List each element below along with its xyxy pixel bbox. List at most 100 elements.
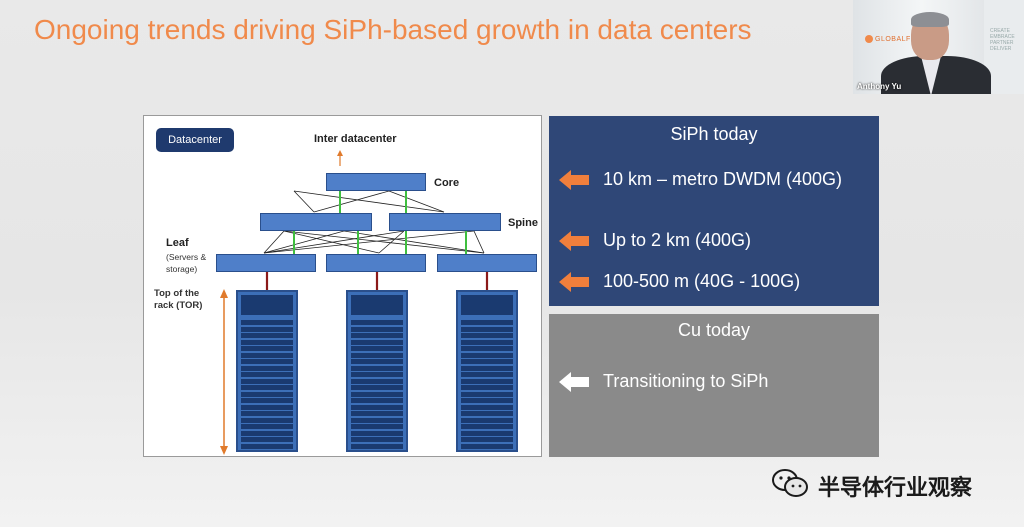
siph-item-text: 100-500 m (40G - 100G)	[603, 271, 801, 291]
rack-server-slot	[351, 443, 403, 449]
link-line	[263, 230, 345, 254]
rack-server-slot	[461, 365, 513, 371]
rack-server-slot	[241, 443, 293, 449]
leaf-label: Leaf	[166, 237, 189, 249]
cu-today-title: Cu today	[677, 320, 751, 340]
rack-server-slot	[241, 346, 293, 351]
rack-server-slot	[461, 346, 513, 351]
rack-server-slot	[241, 411, 293, 416]
rack-tor-switch	[351, 295, 403, 315]
rack-server-slot	[241, 417, 293, 423]
siph-item-2: Up to 2 km (400G)	[559, 230, 751, 251]
watermark: 半导体行业观察	[770, 468, 972, 503]
spine-switch-1	[260, 213, 372, 231]
rack-server-slot	[241, 359, 293, 364]
link-line	[263, 230, 285, 254]
rack-server-slot	[461, 326, 513, 332]
leaf-sub-label-2: storage)	[166, 264, 198, 274]
server-rack-3	[456, 290, 518, 452]
rack-server-slot	[351, 398, 403, 403]
link-line	[293, 190, 315, 213]
rack-server-slot	[241, 326, 293, 332]
rack-tor-switch	[461, 295, 513, 315]
webcam-logo-text: GLOBALFO	[875, 35, 917, 43]
leaf-switch-2	[326, 254, 426, 272]
tor-arrow-down	[220, 446, 228, 455]
tor-label-2: rack (TOR)	[154, 300, 203, 311]
rack-server-slot	[461, 359, 513, 364]
siph-item-text: Up to 2 km (400G)	[603, 230, 752, 250]
logo-dot-icon	[865, 35, 873, 43]
rack-server-slot	[461, 333, 513, 338]
tor-arrow-up	[220, 289, 228, 298]
leaf-switch-1	[216, 254, 316, 272]
rack-server-slot	[351, 333, 403, 338]
webcam-video[interactable]: GLOBALFO CREATE EMBRACE PARTNER DELIVER …	[853, 0, 1024, 94]
rack-server-slot	[351, 339, 403, 345]
leaf-sub-label-1: (Servers &	[166, 252, 207, 262]
rack-server-slot	[351, 437, 403, 442]
orange-left-arrow-icon	[559, 230, 589, 251]
server-rack-1	[236, 290, 298, 452]
slide-title: Ongoing trends driving SiPh-based growth…	[34, 14, 752, 45]
rack-server-slot	[461, 430, 513, 436]
rack-server-slot	[241, 437, 293, 442]
rack-server-slot	[241, 333, 293, 338]
rack-server-slot	[351, 320, 403, 325]
siph-today-title: SiPh today	[670, 124, 758, 144]
link-line	[378, 230, 405, 254]
core-switch	[326, 173, 426, 191]
link-line	[263, 230, 405, 254]
spine-label: Spine	[508, 217, 538, 229]
link-line	[283, 230, 485, 254]
rack-server-slot	[241, 352, 293, 358]
rack-server-slot	[351, 385, 403, 390]
inter-arrow-head	[337, 150, 343, 156]
rack-tor-switch	[241, 295, 293, 315]
rack-server-slot	[241, 391, 293, 397]
rack-server-slot	[461, 339, 513, 345]
rack-server-slot	[461, 320, 513, 325]
link-line	[343, 230, 485, 254]
webcam-logo: GLOBALFO	[865, 35, 917, 43]
link-line	[473, 230, 485, 254]
rack-server-slot	[461, 352, 513, 358]
rack-server-slot	[241, 372, 293, 377]
rack-server-slot	[351, 417, 403, 423]
link-line	[313, 190, 390, 213]
rack-server-slot	[241, 424, 293, 429]
rack-server-slot	[241, 320, 293, 325]
datacenter-badge: Datacenter	[156, 128, 234, 152]
rack-server-slot	[461, 385, 513, 390]
siph-item-3: 100-500 m (40G - 100G)	[559, 271, 800, 292]
webcam-sign-text: CREATE EMBRACE PARTNER DELIVER	[990, 28, 1015, 52]
siph-item-text: 10 km – metro DWDM (400G)	[603, 169, 843, 189]
rack-server-slot	[461, 391, 513, 397]
spine-switch-2	[389, 213, 501, 231]
wechat-icon	[770, 468, 810, 503]
datacenter-diagram: Datacenter Inter datacenter Core Spine L…	[143, 115, 542, 457]
rack-server-slot	[351, 404, 403, 410]
rack-server-slot	[461, 424, 513, 429]
rack-server-slot	[351, 359, 403, 364]
rack-server-slot	[241, 430, 293, 436]
participant-name: Anthony Yu	[857, 82, 902, 91]
cu-item-text: Transitioning to SiPh	[603, 371, 769, 391]
rack-server-slot	[351, 352, 403, 358]
rack-server-slot	[241, 339, 293, 345]
rack-server-slot	[351, 372, 403, 377]
rack-server-slot	[351, 346, 403, 351]
orange-left-arrow-icon	[559, 169, 589, 190]
rack-server-slot	[351, 411, 403, 416]
link-line	[388, 190, 445, 213]
rack-server-slot	[241, 398, 293, 403]
rack-server-slot	[241, 365, 293, 371]
rack-server-slot	[461, 398, 513, 403]
rack-server-slot	[461, 437, 513, 442]
rack-server-slot	[461, 378, 513, 384]
rack-server-slot	[351, 430, 403, 436]
rack-server-slot	[241, 378, 293, 384]
server-rack-2	[346, 290, 408, 452]
rack-server-slot	[351, 326, 403, 332]
cu-item-1: Transitioning to SiPh	[559, 371, 768, 392]
